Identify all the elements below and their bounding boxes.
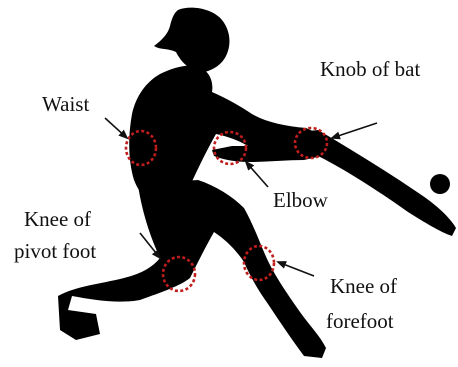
waist-arrow	[105, 118, 127, 138]
knob-arrow	[332, 123, 377, 138]
knee-pivot-label-line1: Knee of	[24, 207, 91, 231]
knee-pivot-label-line2: pivot foot	[14, 239, 96, 263]
elbow-label: Elbow	[273, 188, 329, 212]
waist-label: Waist	[42, 92, 89, 116]
ball	[430, 174, 450, 194]
knob-of-bat-label: Knob of bat	[320, 57, 420, 81]
helmet	[154, 8, 229, 72]
knee-fore-label-line1: Knee of	[330, 274, 397, 298]
elbow-arrow	[246, 162, 268, 187]
knee-fore-arrow	[278, 262, 314, 276]
knee-fore-label-line2: forefoot	[326, 309, 394, 333]
